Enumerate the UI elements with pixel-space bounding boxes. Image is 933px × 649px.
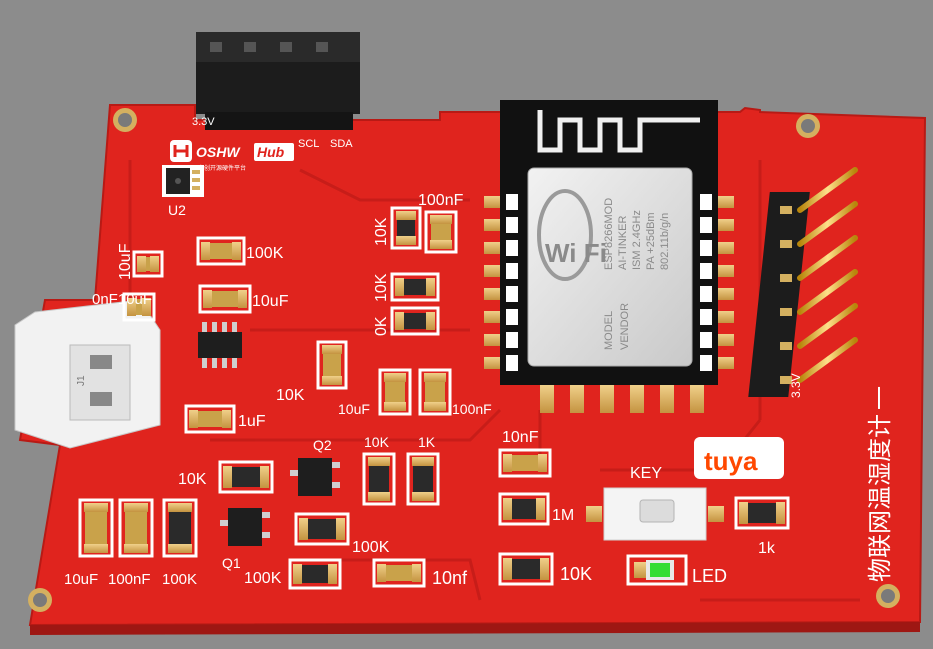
transistor-q1	[220, 508, 270, 546]
smd-resistor	[498, 552, 554, 586]
logo-brand-right: Hub	[257, 144, 285, 160]
led	[626, 554, 688, 586]
smd-resistor	[390, 272, 440, 302]
label-100k-q1: 100K	[244, 570, 282, 587]
wifi-logo-text: Wi Fi	[545, 238, 607, 268]
top-header	[196, 32, 360, 130]
u2-sensor	[162, 165, 204, 197]
smd-capacitor	[132, 250, 164, 278]
silk-labels: 100K 10uF 0nF10uF 10uF 1uF 10K 10K 100nF…	[64, 192, 776, 588]
smd-resistor	[498, 492, 550, 526]
logo-brand-left: OSHW	[196, 144, 241, 160]
label-0k: 0K	[373, 316, 390, 336]
label-q1: Q1	[222, 555, 241, 571]
label-10k-q2: 10K	[364, 434, 390, 450]
smd-capacitor	[198, 284, 252, 314]
smd-resistor	[162, 498, 198, 558]
board-vertical-title: 物联网温湿度计	[866, 414, 894, 582]
logo-tagline: 立创开源硬件平台	[198, 164, 246, 172]
smd-capacitor	[424, 210, 458, 254]
smd-resistor	[390, 306, 440, 336]
tuya-logo: tuya	[694, 437, 784, 479]
smd-resistor	[294, 512, 350, 546]
module-model-label: MODEL	[603, 311, 615, 350]
soic-chip	[198, 322, 242, 368]
label-1k-right: 1k	[758, 540, 776, 557]
pcb-edge	[30, 622, 920, 635]
smd-capacitor	[372, 558, 426, 588]
smd-capacitor	[118, 498, 154, 558]
label-3v3-right: 3.3V	[789, 373, 803, 398]
label-10nf-lower: 10nf	[432, 568, 468, 588]
label-100k-q: 100K	[352, 539, 390, 556]
label-10k-a: 10K	[373, 217, 390, 246]
label-sda: SDA	[330, 138, 353, 150]
oshwhub-logo: OSHW Hub 立创开源硬件平台	[170, 140, 294, 172]
mounting-holes	[28, 108, 900, 612]
label-100nf-low: 100nF	[452, 401, 492, 417]
smd-capacitor	[316, 340, 348, 390]
smd-capacitor	[78, 498, 114, 558]
label-scl: SCL	[298, 138, 319, 150]
label-10k-mid: 10K	[276, 387, 305, 404]
label-10k-b: 10K	[373, 273, 390, 302]
jst-connector: J1	[14, 299, 161, 449]
module-line2: AI-TINKER	[617, 216, 629, 270]
right-pin-header	[748, 167, 858, 397]
smd-resistor	[288, 558, 342, 590]
smd-resistor	[362, 452, 396, 506]
module-line4: PA +25dBm	[645, 212, 657, 270]
label-key: KEY	[630, 465, 662, 482]
key-button	[586, 487, 724, 541]
smd-resistor	[218, 460, 274, 494]
module-vendor-label: VENDOR	[619, 303, 631, 350]
label-10uf-left: 10uF	[117, 243, 134, 280]
tuya-text: tuya	[704, 446, 758, 476]
label-bottom-100k: 100K	[162, 571, 197, 588]
label-10nf-right: 10nF	[502, 429, 539, 446]
label-bottom-100nf: 100nF	[108, 571, 151, 588]
label-j1: J1	[76, 375, 87, 386]
label-10k-right: 10K	[560, 564, 592, 584]
smd-resistor	[406, 452, 440, 506]
module-line1: ESP8266MOD	[603, 198, 615, 270]
smd-resistor	[390, 206, 422, 250]
smd-capacitor	[498, 448, 552, 478]
label-10uf-low: 10uF	[338, 401, 370, 417]
label-1k-q2: 1K	[418, 434, 436, 450]
label-1m: 1M	[552, 507, 574, 524]
label-10k-q: 10K	[178, 471, 207, 488]
label-10uf-mid: 10uF	[252, 293, 289, 310]
module-line3: ISM 2.4GHz	[631, 210, 643, 270]
label-0nf10uf: 0nF10uF	[92, 291, 152, 308]
label-led: LED	[692, 566, 727, 586]
esp8266-module: Wi Fi ESP8266MOD AI-TINKER ISM 2.4GHz PA…	[484, 100, 734, 413]
smd-capacitor	[122, 292, 156, 322]
smd-resistor	[734, 496, 790, 530]
label-u2: U2	[168, 202, 186, 218]
smd-capacitor	[418, 368, 452, 416]
label-100k-top: 100K	[246, 245, 284, 262]
smd-components	[78, 206, 790, 590]
smd-capacitor	[196, 236, 246, 266]
smd-capacitor	[378, 368, 412, 416]
transistor-q2	[290, 458, 340, 496]
label-3v3-top: 3.3V	[192, 116, 215, 128]
label-q2: Q2	[313, 437, 332, 453]
label-100nf-top: 100nF	[418, 192, 464, 209]
board-vertical-title-suffix: 一	[866, 386, 894, 410]
module-line5: 802.11b/g/n	[659, 213, 671, 270]
smd-capacitor	[184, 404, 236, 434]
label-1uf: 1uF	[238, 413, 266, 430]
label-bottom-10uf: 10uF	[64, 571, 98, 588]
